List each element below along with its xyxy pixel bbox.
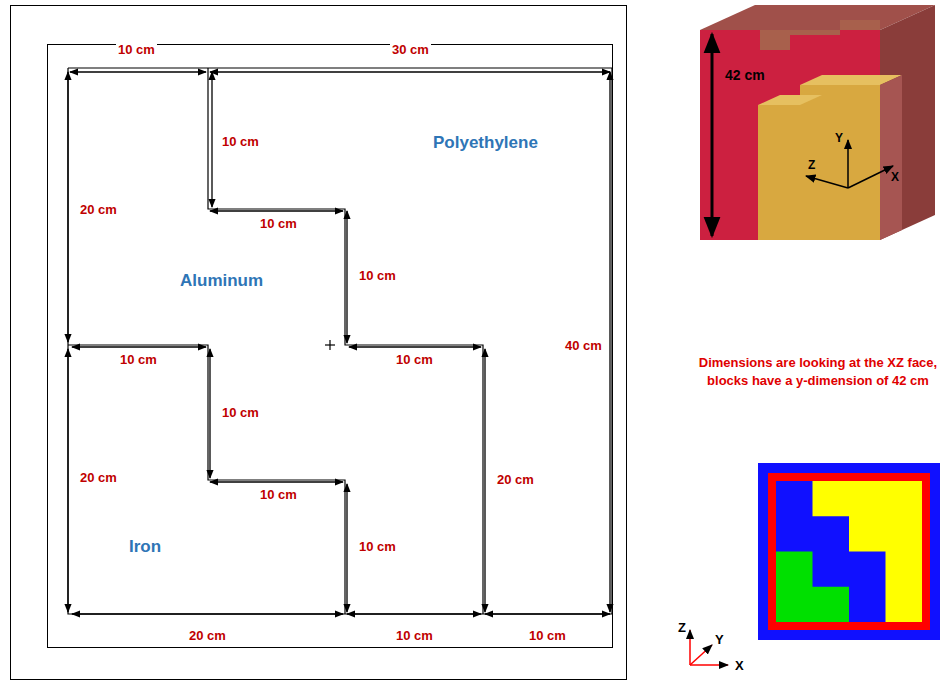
dimension-label: 10 cm bbox=[527, 629, 568, 644]
material-label: Polyethylene bbox=[433, 133, 538, 153]
dimension-label: 40 cm bbox=[563, 339, 604, 354]
material-label: Iron bbox=[129, 537, 161, 557]
dimension-label: 10 cm bbox=[394, 353, 435, 368]
dimension-arrows bbox=[68, 72, 610, 614]
dimension-label: 20 cm bbox=[187, 629, 228, 644]
axis-label: X bbox=[735, 659, 744, 674]
dimension-label: 10 cm bbox=[220, 135, 261, 150]
dimension-label: 30 cm bbox=[390, 43, 431, 58]
axis-label: Y bbox=[715, 633, 724, 648]
dimension-label: 10 cm bbox=[258, 217, 299, 232]
dimension-label: 10 cm bbox=[220, 406, 261, 421]
axis-label: Y bbox=[835, 132, 843, 146]
dimension-label: 42 cm bbox=[725, 67, 765, 83]
dimension-label: 10 cm bbox=[118, 353, 159, 368]
material-label: Aluminum bbox=[180, 271, 263, 291]
dimension-label: 10 cm bbox=[357, 269, 398, 284]
dimension-label: 20 cm bbox=[78, 471, 119, 486]
dimension-label: 20 cm bbox=[495, 473, 536, 488]
cross-section-icon bbox=[690, 463, 940, 665]
dimension-label: 10 cm bbox=[357, 540, 398, 555]
axis-label: Z bbox=[808, 159, 815, 173]
dimension-label: 10 cm bbox=[116, 43, 157, 58]
cube-illustration bbox=[700, 5, 935, 240]
axis-label: X bbox=[891, 171, 899, 185]
dimension-label: 20 cm bbox=[78, 203, 119, 218]
dimension-label: 10 cm bbox=[258, 488, 299, 503]
dimension-label: 10 cm bbox=[394, 629, 435, 644]
note-text: Dimensions are looking at the XZ face, b… bbox=[698, 354, 938, 389]
axis-label: Z bbox=[678, 621, 686, 636]
